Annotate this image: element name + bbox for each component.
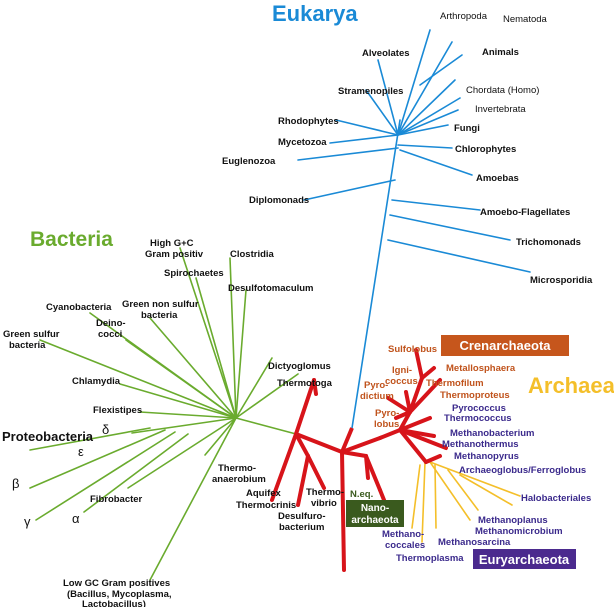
label-methanococcales-1: Methano- xyxy=(382,529,424,540)
label-animals: Animals xyxy=(482,47,519,58)
label-stramenopiles: Stramenopiles xyxy=(338,86,403,97)
label-spirochaetes: Spirochaetes xyxy=(164,268,224,279)
euryarchaea-yellow-branches xyxy=(411,461,521,543)
label-beta: β xyxy=(12,476,19,491)
eukarya-branches xyxy=(297,29,531,429)
label-amoebo-flagellates: Amoebo-Flagellates xyxy=(480,207,570,218)
label-chordata: Chordata (Homo) xyxy=(466,85,539,96)
domain-bacteria: Bacteria xyxy=(30,228,113,251)
label-pyrolobus-2: lobus xyxy=(374,419,399,430)
label-thermoproteus: Thermoproteus xyxy=(440,390,510,401)
crenarchaeota-label: Crenarchaeota xyxy=(459,338,551,353)
euryarchaeota-box: Euryarchaeota xyxy=(473,549,576,569)
label-alveolates: Alveolates xyxy=(362,48,410,59)
label-high-gc-2: Gram positiv xyxy=(145,249,204,260)
label-amoebas: Amoebas xyxy=(476,173,519,184)
label-rhodophytes: Rhodophytes xyxy=(278,116,339,127)
label-low-gc-3: Lactobacillus) xyxy=(82,599,146,607)
label-low-gc-1: Low GC Gram positives xyxy=(63,578,170,589)
label-euglenozoa: Euglenozoa xyxy=(222,156,276,167)
label-methanomicrobium: Methanomicrobium xyxy=(475,526,563,537)
label-pyrodictium-2: dictium xyxy=(360,391,394,402)
label-deinococci-1: Deino- xyxy=(96,318,126,329)
label-methanoplanus: Methanoplanus xyxy=(478,515,548,526)
bacteria-branches xyxy=(29,247,299,581)
nanoarchaeota-label-2: archaeota xyxy=(351,515,399,526)
label-epsilon: ε xyxy=(78,444,84,459)
label-methanothermus: Methanothermus xyxy=(442,439,519,450)
trunk-junction xyxy=(340,427,354,453)
crenarchaeota-box: Crenarchaeota xyxy=(441,335,569,356)
label-desulfurobacterium-2: bacterium xyxy=(279,522,324,533)
label-ignicoccus-2: coccus xyxy=(385,376,418,387)
label-archaeoglobus: Archaeoglobus/Ferroglobus xyxy=(459,465,586,476)
label-thermotoga: Thermotoga xyxy=(277,378,333,389)
label-mycetozoa: Mycetozoa xyxy=(278,137,327,148)
label-fibrobacter: Fibrobacter xyxy=(90,494,143,505)
label-alpha: α xyxy=(72,511,80,526)
label-methanococcales-2: coccales xyxy=(385,540,425,551)
archaea-red-branches xyxy=(270,348,448,572)
label-desulfurobacterium-1: Desulfuro- xyxy=(278,511,326,522)
label-pyrodictium-1: Pyro- xyxy=(364,380,388,391)
label-diplomonads: Diplomonads xyxy=(249,195,309,206)
label-metallosphaera: Metallosphaera xyxy=(446,363,516,374)
label-thermovibrio-2: vibrio xyxy=(311,498,337,509)
label-green-non-sulfur-2: bacteria xyxy=(141,310,178,321)
label-chlorophytes: Chlorophytes xyxy=(455,144,516,155)
label-thermoplasma: Thermoplasma xyxy=(396,553,464,564)
label-cyanobacteria: Cyanobacteria xyxy=(46,302,112,313)
label-thermocrinis: Thermocrinis xyxy=(236,500,296,511)
label-arthropoda: Arthropoda xyxy=(440,11,488,22)
label-invertebrata: Invertebrata xyxy=(475,104,526,115)
domain-archaea: Archaea xyxy=(528,373,614,398)
label-halobacteriales: Halobacteriales xyxy=(521,493,591,504)
label-thermovibrio-1: Thermo- xyxy=(306,487,344,498)
bacteria-labels: High G+C Gram positiv Clostridia Spiroch… xyxy=(2,238,344,607)
label-desulfotomaculum: Desulfotomaculum xyxy=(228,283,314,294)
label-green-sulfur-1: Green sulfur xyxy=(3,329,60,340)
label-sulfolobus: Sulfolobus xyxy=(388,344,437,355)
label-neq: N.eq. xyxy=(350,489,373,500)
eukarya-labels: Arthropoda Nematoda Alveolates Animals S… xyxy=(222,11,593,286)
label-methanopyrus: Methanopyrus xyxy=(454,451,519,462)
crenarchaea-labels: Sulfolobus Igni- coccus Metallosphaera T… xyxy=(360,344,516,430)
label-trichomonads: Trichomonads xyxy=(516,237,581,248)
label-thermococcus: Thermococcus xyxy=(444,413,512,424)
nanoarchaeota-label-1: Nano- xyxy=(361,503,389,514)
label-chlamydia: Chlamydia xyxy=(72,376,121,387)
label-delta: δ xyxy=(102,422,109,437)
euryarchaeota-label: Euryarchaeota xyxy=(479,552,570,567)
label-fungi: Fungi xyxy=(454,123,480,134)
label-gamma: γ xyxy=(24,514,31,529)
label-low-gc-2: (Bacillus, Mycoplasma, xyxy=(67,589,172,600)
label-methanosarcina: Methanosarcina xyxy=(438,537,511,548)
label-ignicoccus-1: Igni- xyxy=(392,365,412,376)
label-pyrolobus-1: Pyro- xyxy=(375,408,399,419)
label-green-sulfur-2: bacteria xyxy=(9,340,46,351)
label-clostridia: Clostridia xyxy=(230,249,275,260)
label-nematoda: Nematoda xyxy=(503,14,548,25)
label-deinococci-2: cocci xyxy=(98,329,122,340)
label-microsporidia: Microsporidia xyxy=(530,275,593,286)
label-thermofilum: Thermofilum xyxy=(426,378,484,389)
label-flexistipes: Flexistipes xyxy=(93,405,142,416)
nanoarchaeota-box: Nano- archaeota xyxy=(346,500,404,527)
label-high-gc-1: High G+C xyxy=(150,238,194,249)
label-dictyoglomus: Dictyoglomus xyxy=(268,361,331,372)
euryarchaea-labels: Pyrococcus Thermococcus Methanobacterium… xyxy=(350,403,591,564)
label-thermoanaerobium-2: anaerobium xyxy=(212,474,266,485)
label-pyrococcus: Pyrococcus xyxy=(452,403,506,414)
domain-eukarya: Eukarya xyxy=(272,1,358,26)
label-methanobacterium: Methanobacterium xyxy=(450,428,534,439)
label-green-non-sulfur-1: Green non sulfur xyxy=(122,299,199,310)
label-thermoanaerobium-1: Thermo- xyxy=(218,463,256,474)
label-proteobacteria: Proteobacteria xyxy=(2,429,94,444)
label-aquifex: Aquifex xyxy=(246,488,282,499)
